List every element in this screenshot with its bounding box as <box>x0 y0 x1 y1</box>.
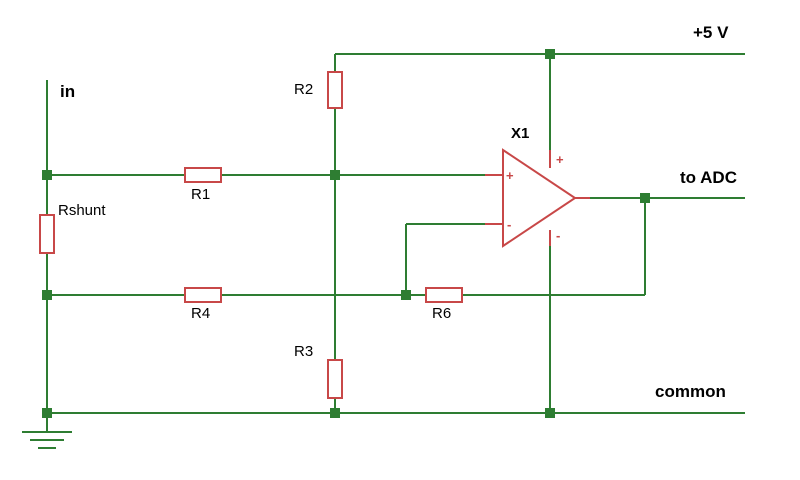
labels: +5 V in to ADC common R1 R2 R3 R4 R6 Rsh… <box>58 23 737 401</box>
label-opamp-x1: X1 <box>511 125 529 142</box>
pin-label-supply-pos: + <box>556 152 564 167</box>
resistor-r6[interactable] <box>425 287 463 303</box>
resistor-r2[interactable] <box>327 71 343 109</box>
wires <box>46 53 745 432</box>
pin-label-supply-neg: - <box>556 228 560 243</box>
junction-dot-icon <box>42 170 52 180</box>
junction-dot-icon <box>330 408 340 418</box>
resistor-r3[interactable] <box>327 359 343 399</box>
junction-dot-icon <box>545 408 555 418</box>
resistor-rshunt[interactable] <box>39 214 55 254</box>
net-label-ground: common <box>655 382 726 401</box>
label-r4: R4 <box>191 305 210 322</box>
ground-symbol-icon <box>22 431 72 449</box>
resistor-r1[interactable] <box>184 167 222 183</box>
label-r6: R6 <box>432 305 451 322</box>
junction-dot-icon <box>401 290 411 300</box>
opamp-x1[interactable] <box>485 148 590 248</box>
label-r1: R1 <box>191 186 210 203</box>
label-r2: R2 <box>294 81 313 98</box>
junction-dot-icon <box>42 408 52 418</box>
junction-dot-icon <box>640 193 650 203</box>
label-rshunt: Rshunt <box>58 202 106 219</box>
junction-dot-icon <box>330 170 340 180</box>
net-label-input: in <box>60 82 75 101</box>
resistor-r4[interactable] <box>184 287 222 303</box>
label-r3: R3 <box>294 343 313 360</box>
junctions <box>42 49 650 418</box>
junction-dot-icon <box>42 290 52 300</box>
pin-label-noninverting: + <box>506 168 514 183</box>
junction-dot-icon <box>545 49 555 59</box>
components <box>39 71 590 399</box>
net-label-vplus: +5 V <box>693 23 729 42</box>
pin-label-inverting: - <box>507 217 511 232</box>
net-label-output: to ADC <box>680 168 737 187</box>
